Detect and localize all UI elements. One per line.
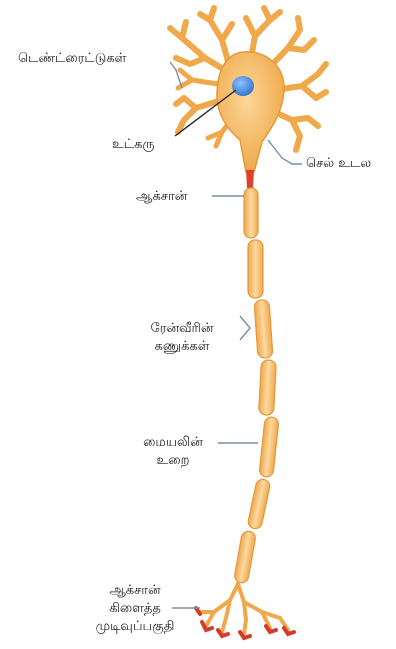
label-axon-terminals-line2: கிளைத்த [80,600,190,618]
label-nucleus: உட்கரு [112,136,155,154]
myelin-segment [259,416,279,477]
label-dendrites: டெண்ட்ரைட்டுகள் [18,50,126,68]
label-myelin-sheath-line2: உறை [128,452,218,470]
myelin-segment [247,478,271,530]
myelin-segment [244,188,258,238]
axon-hillock [246,170,254,188]
label-myelin-sheath: மையலின் உறை [128,434,218,470]
label-axon-terminals-line1: ஆக்சான் [80,582,190,600]
myelin-segment [234,530,257,584]
myelin-sheath [234,188,280,584]
label-axon-terminals-line3: முடிவுப்பகுதி [80,618,190,636]
label-nodes-of-ranvier: ரேன்வீரின் கணுக்கள் [122,320,242,356]
label-axon-terminals: ஆக்சான் கிளைத்த முடிவுப்பகுதி [80,582,190,636]
myelin-segment [259,360,277,416]
myelin-segment [248,240,263,298]
label-cell-body: செல் உடல [306,155,371,173]
label-nodes-of-ranvier-line1: ரேன்வீரின் [122,320,242,338]
label-axon: ஆக்சான் [136,188,187,206]
myelin-segment [254,300,273,359]
nucleus [232,76,254,96]
label-myelin-sheath-line1: மையலின் [128,434,218,452]
label-nodes-of-ranvier-line2: கணுக்கள் [122,338,242,356]
cell-body [217,52,284,172]
